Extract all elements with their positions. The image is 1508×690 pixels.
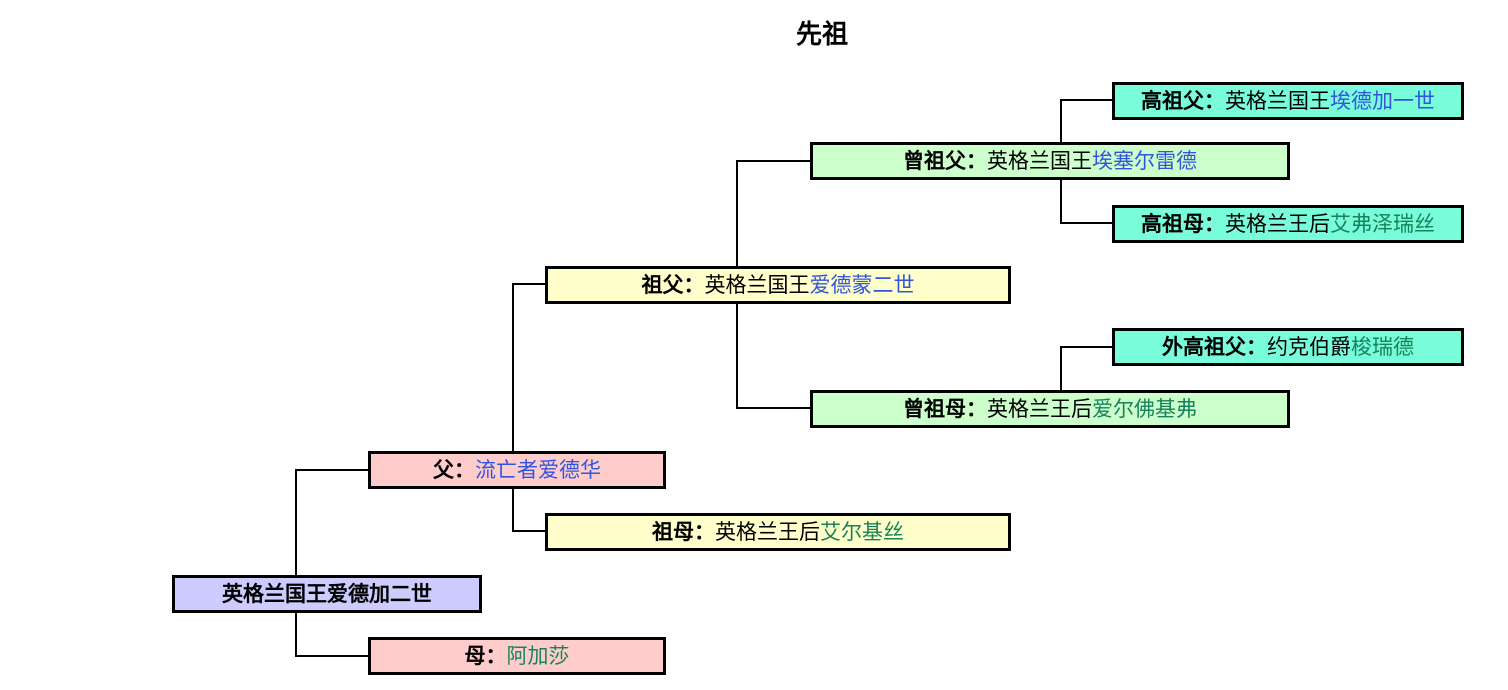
title-text: 英格兰王后 <box>987 396 1092 421</box>
person-link[interactable]: 梭瑞德 <box>1351 334 1414 359</box>
ancestor-box-great-grandmother: 曾祖母：英格兰王后爱尔佛基弗 <box>810 390 1290 428</box>
person-link[interactable]: 埃德加一世 <box>1330 88 1435 113</box>
relation-label: 曾祖父： <box>903 148 987 173</box>
ancestor-box-grandfather: 祖父：英格兰国王爱德蒙二世 <box>545 266 1011 304</box>
connector-line <box>295 469 368 471</box>
connector-line <box>295 613 297 657</box>
page-title: 先祖 <box>795 20 849 50</box>
person-link[interactable]: 爱德蒙二世 <box>809 272 915 297</box>
connector-line <box>1060 99 1112 101</box>
connector-line <box>512 284 514 451</box>
title-text: 英格兰国王 <box>704 272 810 297</box>
title-text: 英格兰国王 <box>987 148 1092 173</box>
ancestor-box-subject: 英格兰国王爱德加二世 <box>172 575 482 613</box>
person-link[interactable]: 阿加莎 <box>506 643 570 668</box>
ancestor-box-father: 父：流亡者爱德华 <box>368 451 666 489</box>
connector-line <box>736 161 738 266</box>
ancestor-box-grandmother: 祖母：英格兰王后艾尔基丝 <box>545 513 1011 551</box>
connector-line <box>295 655 368 657</box>
relation-label: 曾祖母： <box>903 396 987 421</box>
ancestor-box-maternal-gg-grandfather: 外高祖父：约克伯爵梭瑞德 <box>1112 328 1464 366</box>
relation-label: 外高祖父： <box>1162 334 1267 359</box>
connector-line <box>1060 347 1062 390</box>
person-link[interactable]: 艾尔基丝 <box>820 519 904 544</box>
connector-line <box>736 407 810 409</box>
connector-line <box>1060 180 1062 223</box>
ancestor-box-gg-grandfather: 高祖父：英格兰国王埃德加一世 <box>1112 82 1464 120</box>
person-link[interactable]: 埃塞尔雷德 <box>1092 148 1197 173</box>
relation-label: 祖母： <box>652 519 715 544</box>
connector-line <box>1060 100 1062 142</box>
connector-line <box>736 303 738 408</box>
relation-label: 母： <box>464 643 507 668</box>
connector-line <box>512 489 514 532</box>
person-link[interactable]: 爱尔佛基弗 <box>1092 396 1197 421</box>
connector-line <box>736 160 810 162</box>
connector-line <box>295 470 297 575</box>
connector-line <box>1060 222 1112 224</box>
person-link[interactable]: 艾弗泽瑞丝 <box>1330 211 1435 236</box>
ancestor-box-mother: 母：阿加莎 <box>368 637 666 675</box>
ancestor-box-gg-grandmother: 高祖母：英格兰王后艾弗泽瑞丝 <box>1112 205 1464 243</box>
title-text: 英格兰国王 <box>1225 88 1330 113</box>
subject-name: 英格兰国王爱德加二世 <box>222 581 432 606</box>
connector-line <box>512 283 545 285</box>
connector-line <box>512 530 545 532</box>
relation-label: 高祖母： <box>1141 211 1225 236</box>
title-text: 约克伯爵 <box>1267 334 1351 359</box>
relation-label: 祖父： <box>641 272 705 297</box>
relation-label: 高祖父： <box>1141 88 1225 113</box>
ancestor-box-great-grandfather: 曾祖父：英格兰国王埃塞尔雷德 <box>810 142 1290 180</box>
connector-line <box>1060 346 1112 348</box>
title-text: 英格兰王后 <box>1225 211 1330 236</box>
title-text: 英格兰王后 <box>715 519 820 544</box>
relation-label: 父： <box>433 457 475 482</box>
person-link[interactable]: 流亡者爱德华 <box>475 457 601 482</box>
